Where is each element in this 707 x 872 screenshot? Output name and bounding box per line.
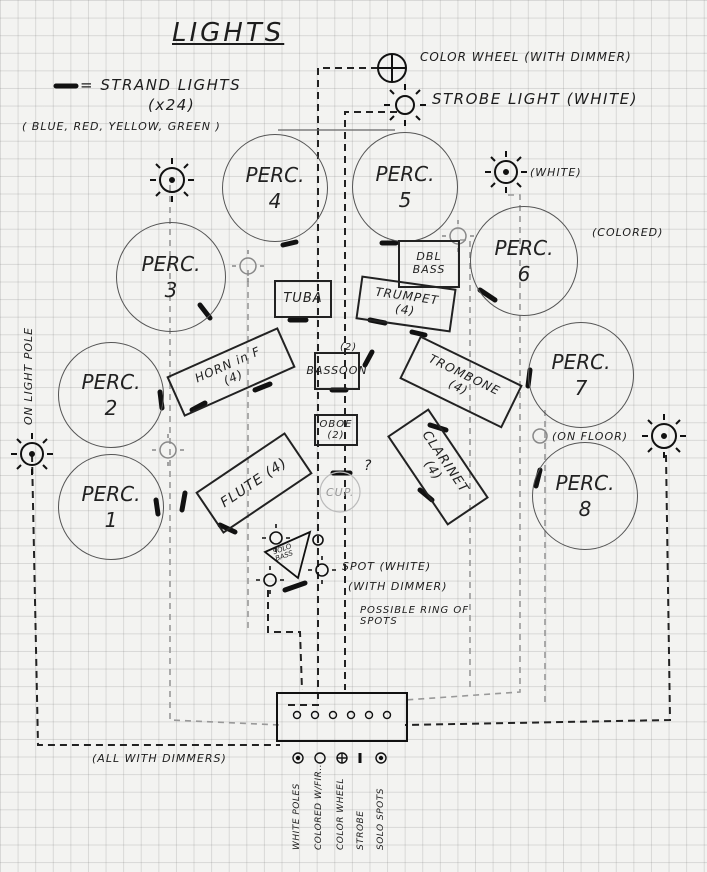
color-wheel-icon: [377, 53, 407, 83]
strand-mark: [179, 490, 188, 513]
on-light-pole-label: ON LIGHT POLE: [22, 326, 35, 425]
white-light-icon: [485, 151, 527, 193]
wire-left-pole: [31, 454, 280, 746]
white-pole-light-icon: [11, 433, 53, 475]
channel-strobe: STROBE: [356, 810, 366, 850]
percussion-label: PERC. 3: [141, 252, 201, 302]
strand-mark: [362, 349, 375, 368]
oboe-box: OBOE (2): [314, 414, 358, 446]
white-pole-light-icon: [642, 414, 686, 458]
colored-light-label: (COLORED): [592, 226, 664, 239]
wire-right-pole: [404, 454, 672, 726]
ring-of-spots-label: POSSIBLE RING OF SPOTS: [360, 605, 470, 627]
percussion-3: PERC. 3: [116, 222, 226, 332]
white-light-label: (WHITE): [530, 166, 582, 179]
wire-inner: [460, 239, 471, 690]
percussion-label: PERC. 1: [81, 482, 141, 532]
strand-mark: [252, 381, 273, 393]
spot-light-icon: [256, 524, 336, 594]
dimmer-box: [276, 692, 408, 742]
percussion-7: PERC. 7: [528, 322, 634, 428]
question-mark: ?: [364, 458, 373, 474]
bassoon-count: (2): [340, 342, 358, 353]
strand-mark: [189, 400, 208, 413]
solo-bass-stage: [263, 530, 312, 580]
strand-mark: [427, 422, 449, 433]
strand-mark: [280, 239, 299, 248]
page-title: LIGHTS: [172, 18, 285, 48]
percussion-8: PERC. 8: [532, 442, 638, 550]
wire-strobe: [344, 111, 397, 690]
percussion-5: PERC. 5: [352, 132, 458, 242]
strobe-label: STROBE LIGHT (WHITE): [432, 90, 638, 108]
strand-mark: [282, 580, 308, 593]
strand-mark: [217, 522, 238, 535]
legend-strand-label: = STRAND LIGHTS: [80, 76, 242, 94]
strand-mark: [417, 487, 435, 503]
tuba-box: TUBA: [274, 280, 332, 318]
cup-circle: [319, 471, 361, 513]
percussion-1: PERC. 1: [58, 454, 164, 560]
wire-color-wheel: [285, 67, 378, 706]
strobe-light-icon: [384, 84, 426, 126]
all-with-dimmers-label: (ALL WITH DIMMERS): [92, 752, 227, 765]
strand-mark: [409, 329, 428, 338]
bassoon-box: BASSOON: [306, 352, 367, 390]
color-wheel-label: COLOR WHEEL (WITH DIMMER): [420, 50, 632, 64]
channel-color-wheel: COLOR WHEEL: [336, 778, 346, 850]
percussion-label: PERC. 2: [81, 370, 141, 420]
spot-label: SPOT (WHITE): [342, 560, 432, 573]
on-floor-label: (ON FLOOR): [552, 430, 629, 443]
percussion-label: PERC. 8: [555, 471, 615, 521]
percussion-4: PERC. 4: [222, 134, 328, 242]
with-dimmer-label: (WITH DIMMER): [348, 580, 448, 593]
wire-white-left: [169, 185, 281, 726]
channel-white-poles: WHITE POLES: [292, 783, 302, 850]
double-bass-box: DBL BASS: [398, 240, 460, 288]
wire-white-right: [404, 194, 521, 701]
channel-symbols: [292, 752, 387, 764]
percussion-2: PERC. 2: [58, 342, 164, 448]
legend-count: (x24): [148, 96, 196, 114]
channel-colored: COLORED W/FIR...: [314, 760, 324, 850]
strand-mark: [367, 317, 388, 326]
percussion-label: PERC. 7: [551, 350, 611, 400]
wire-spots: [267, 590, 303, 691]
percussion-6: PERC. 6: [470, 206, 578, 316]
dimmer-knobs: [292, 710, 392, 720]
channel-solo-spots: SOLO SPOTS: [376, 788, 386, 850]
white-light-icon: [150, 158, 194, 202]
legend-colors: ( BLUE, RED, YELLOW, GREEN ): [22, 120, 221, 133]
cup-label: CUP.: [326, 486, 355, 499]
colored-light-icon: [152, 220, 548, 466]
percussion-label: PERC. 4: [245, 163, 305, 213]
percussion-label: PERC. 5: [375, 162, 435, 212]
percussion-label: PERC. 6: [494, 236, 554, 286]
